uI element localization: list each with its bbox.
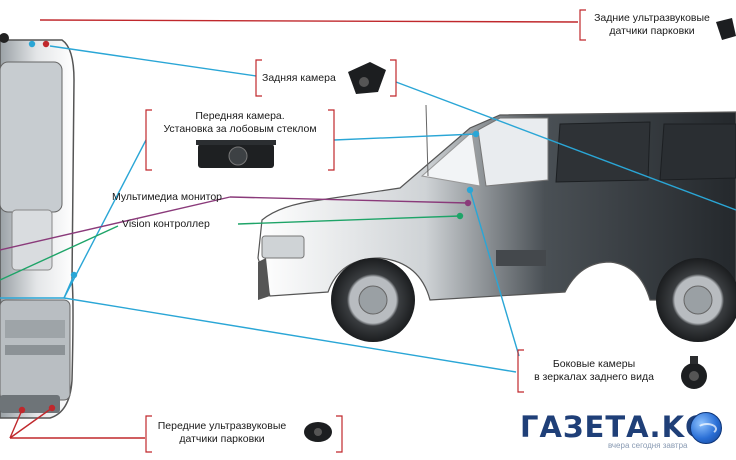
label-vision-controller: Vision контроллер [122,218,210,230]
label-front-camera: Передняя камера. Установка за лобовым ст… [150,110,330,136]
label-side-cameras-line1: Боковые камеры [552,358,636,370]
label-rear-sensors: Задние ультразвуковые датчики парковки [586,12,718,38]
front-camera-icon [196,140,276,168]
front-sensor-icon [304,422,332,442]
globe-icon [690,412,722,444]
label-front-sensors-line1: Передние ультразвуковые [157,420,287,432]
label-side-cameras-line2: в зеркалах заднего вида [534,371,654,383]
rear-sensor-icon [716,18,736,40]
watermark-tagline: вчера сегодня завтра [608,441,688,450]
label-rear-camera: Задняя камера [262,72,336,84]
label-multimedia-monitor: Мультимедиа монитор [112,191,223,203]
connection-dots [18,40,480,414]
front-view-car [0,33,75,419]
label-brackets [145,9,586,453]
label-front-camera-line1: Передняя камера. [195,110,285,122]
rear-camera-icon [348,62,386,94]
label-rear-sensors-line1: Задние ультразвуковые [594,12,710,24]
watermark-brand: ГАЗЕТА.KG [520,410,710,444]
label-front-sensors: Передние ультразвуковые датчики парковки [150,420,294,446]
side-view-car [257,104,736,342]
label-front-camera-line2: Установка за лобовым стеклом [163,123,317,135]
label-front-sensors-line2: датчики парковки [179,433,265,445]
pointer-lines [0,19,736,439]
watermark: ГАЗЕТА.KG вчера сегодня завтра [516,408,728,454]
label-side-cameras: Боковые камеры в зеркалах заднего вида [524,358,664,384]
side-camera-icon [681,356,707,389]
label-rear-sensors-line2: датчики парковки [609,25,695,37]
